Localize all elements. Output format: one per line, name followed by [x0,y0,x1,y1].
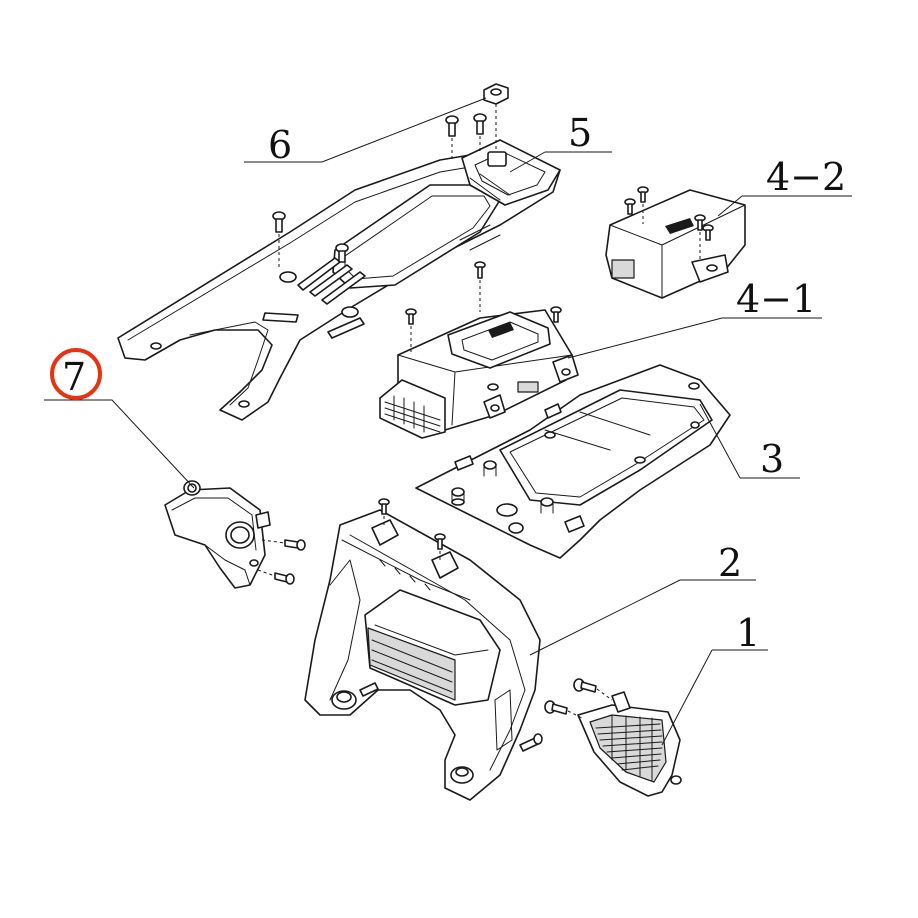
screw-icon [359,682,379,697]
standoff-icon [483,460,497,477]
screw-icon [473,113,487,152]
screw-icon [519,733,543,752]
part-3-tray-plate [415,364,731,559]
callout-5: 5 [568,111,592,155]
screw-icon [261,539,306,551]
part-4-1-ecu-module [379,261,579,439]
callout-4-2: 4−2 [766,155,846,199]
part-4-2-module [605,186,746,299]
callout-labels: 6 5 4−2 4−1 3 2 1 7 [50,111,846,655]
screw-icon [702,224,714,241]
screw-icon [573,678,613,701]
screw-icon [272,211,286,268]
screw-icon [637,186,649,224]
callout-1: 1 [736,611,760,655]
part-1-grille-cover [544,678,682,797]
screw-icon [544,700,583,719]
standoff-icon [508,522,524,534]
clip-icon [431,551,459,579]
screw-icon [550,306,562,323]
screw-icon [445,115,459,162]
screw-icon [487,383,499,391]
standoff-icon [540,497,554,514]
screw-icon [434,533,446,560]
boss-icon [450,766,474,784]
screw-icon [335,243,349,263]
highlight-circle [50,348,102,400]
screw-icon [257,569,295,585]
boss-icon [331,690,357,710]
frame-screws [272,83,509,268]
standoff-icon [451,487,465,506]
standoff-icon [544,431,556,439]
callout-4-1: 4−1 [736,277,816,321]
standoff-icon [634,456,646,464]
screw-icon [378,498,390,528]
part-6-upper-frame [117,149,561,421]
standoff-icon [690,421,700,429]
callout-7: 7 [62,355,86,399]
callout-6: 6 [268,123,292,167]
screw-icon [474,261,486,312]
part-5-bracket [461,139,561,206]
leader-lines [44,97,852,746]
screw-icon [694,214,706,260]
part-7-side-bracket [164,480,306,589]
screw-icon [624,198,636,215]
nut-icon [483,83,509,150]
callout-2: 2 [718,541,742,585]
part-2-lower-housing [304,498,543,801]
callout-3: 3 [760,437,784,481]
standoff-icon [688,382,700,390]
screw-icon [405,308,417,352]
